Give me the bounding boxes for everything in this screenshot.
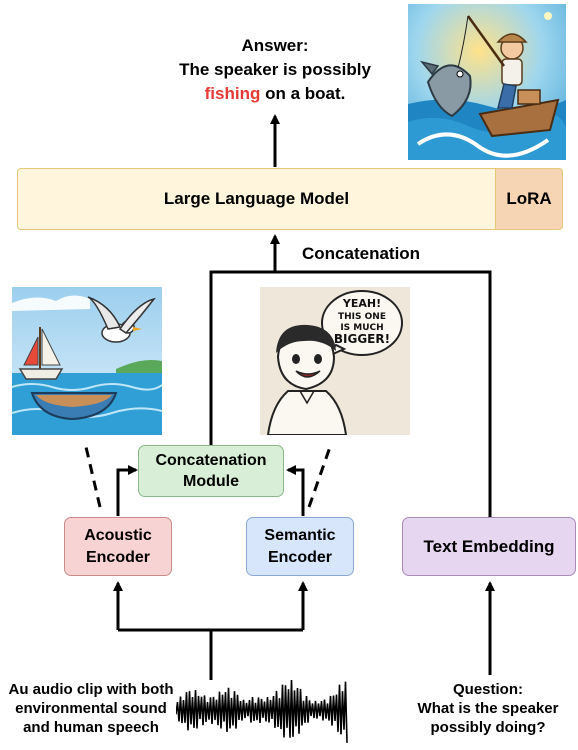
acoustic-encoder-box: Acoustic Encoder (64, 517, 172, 576)
text-embedding-box: Text Embedding (402, 517, 576, 576)
answer-line-3: fishing on a boat. (150, 82, 400, 106)
lora-box: LoRA (495, 168, 563, 230)
text-embedding-label: Text Embedding (423, 536, 555, 556)
acoustic-encoder-line1: Acoustic (84, 526, 152, 544)
semantic-encoder-line2: Encoder (267, 548, 332, 566)
waveform-path (176, 679, 348, 743)
llm-label: Large Language Model (163, 189, 350, 208)
semantic-to-module-arrow (286, 465, 305, 516)
concatenation-label: Concatenation (302, 244, 421, 263)
semantic-encoder-box: Semantic Encoder (246, 517, 354, 576)
bubble-text-4: BIGGER! (334, 332, 390, 346)
bubble-text-1: YEAH! (342, 297, 381, 310)
concat-bracket (209, 270, 492, 518)
answer-text: Answer: The speaker is possibly fishing … (150, 34, 400, 106)
semantic-encoder-line1: Semantic (264, 526, 336, 544)
answer-label: Answer: (241, 36, 309, 55)
fisherman-illustration (408, 4, 566, 160)
audio-caption-line3: and human speech (23, 719, 159, 736)
audio-waveform (176, 679, 348, 743)
question-line2: What is the speaker (417, 700, 559, 717)
bubble-text-3: IS MUCH (340, 323, 383, 333)
question-caption: Question: What is the speaker possibly d… (398, 680, 578, 737)
audio-caption-line1: Au audio clip with both (8, 681, 174, 698)
concatenation-module-line2: Module (183, 473, 239, 490)
llm-box: Large Language Model (17, 168, 495, 230)
bubble-text-2: THIS ONE (338, 312, 386, 322)
semantic-dashed-pointer (307, 446, 332, 508)
audio-caption: Au audio clip with both environmental so… (0, 680, 182, 737)
concatenation-module-box: Concatenation Module (138, 445, 284, 497)
boy-talking-illustration: YEAH! THIS ONE IS MUCH BIGGER! (260, 287, 410, 435)
boat-seagull-illustration (12, 287, 162, 435)
audio-caption-line2: environmental sound (15, 700, 167, 717)
acoustic-encoder-line2: Encoder (85, 548, 150, 566)
question-label: Question: (453, 681, 523, 698)
answer-line-3-rest: on a boat. (260, 84, 346, 103)
acoustic-to-module-arrow (116, 465, 138, 516)
answer-line-2: The speaker is possibly (179, 60, 371, 79)
acoustic-dashed-pointer (84, 446, 102, 508)
question-line3: possibly doing? (430, 719, 546, 736)
answer-highlight: fishing (204, 84, 261, 103)
lora-label: LoRA (506, 189, 552, 208)
concatenation-module-line1: Concatenation (155, 452, 267, 469)
